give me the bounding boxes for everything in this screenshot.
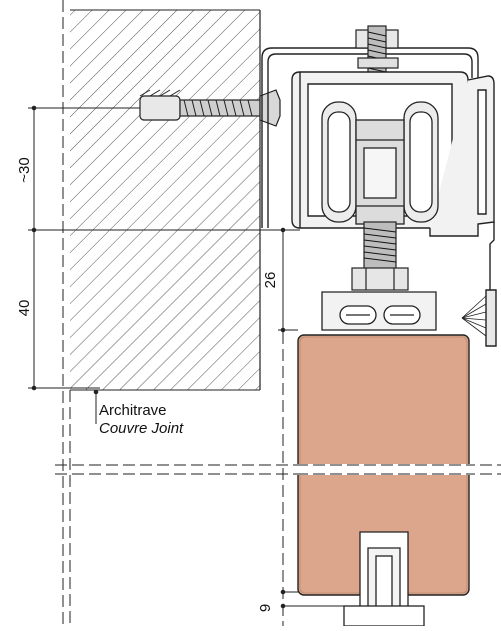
dimension-bottom-gap-label: 9 xyxy=(257,603,274,613)
hanger-bolt xyxy=(351,221,409,291)
dimension-lower-offset-label: 40 xyxy=(16,299,33,317)
architrave-leader xyxy=(93,389,99,424)
dimension-track-carriage-label: 26 xyxy=(262,271,279,289)
door-break-mask xyxy=(296,464,471,475)
dimension-upper-offset-label: ~30 xyxy=(16,157,33,183)
top-bolt xyxy=(355,25,399,87)
architrave-label: Architrave xyxy=(99,402,167,419)
hanger-plate xyxy=(321,291,437,331)
wall-section xyxy=(70,9,261,391)
couvre-joint-label: Couvre Joint xyxy=(99,420,184,437)
dimension-26 xyxy=(278,227,298,333)
break-lines xyxy=(55,464,501,475)
reference-lines xyxy=(62,0,284,626)
dimension-9 xyxy=(280,589,345,609)
bottom-guide xyxy=(343,531,425,627)
roller-carriage xyxy=(321,101,439,225)
wall-anchor-screw xyxy=(139,89,281,127)
brush-seal xyxy=(461,295,487,337)
dimension-chain-left xyxy=(28,105,300,391)
